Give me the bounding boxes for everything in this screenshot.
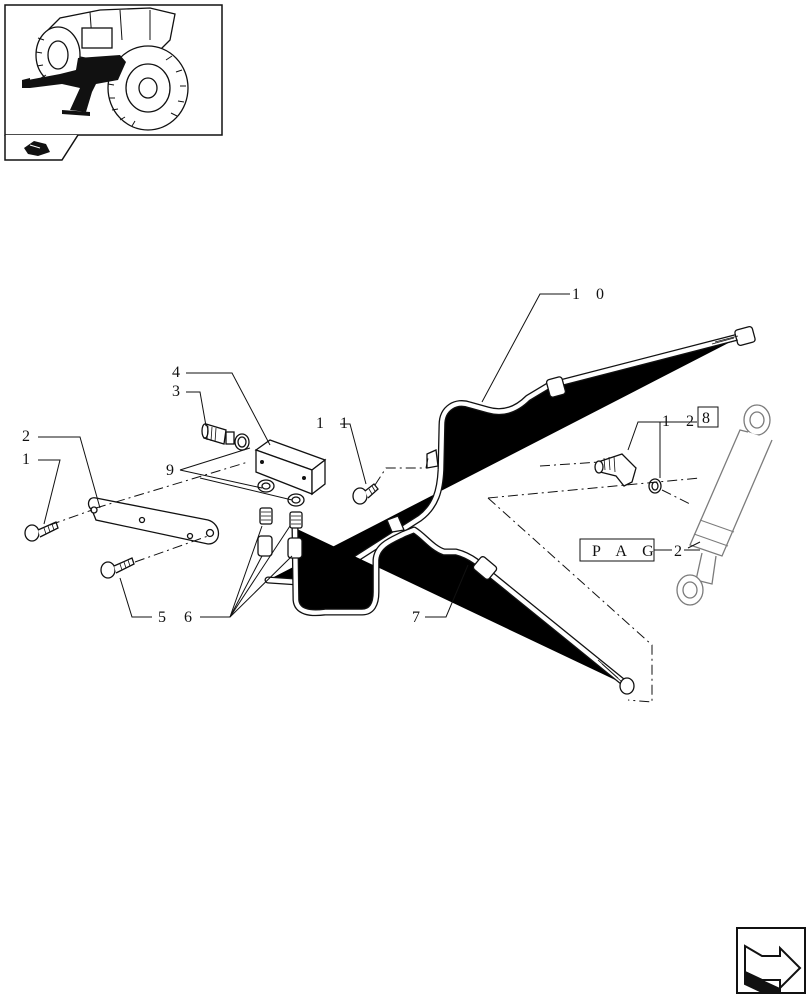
fitting-3 bbox=[201, 423, 250, 451]
callout-2: 2 bbox=[22, 428, 36, 445]
bolt-1 bbox=[24, 521, 59, 542]
tractor-location-thumbnail bbox=[4, 4, 223, 136]
washers-9 bbox=[257, 479, 305, 507]
next-page-arrow-icon[interactable] bbox=[736, 927, 806, 994]
elbow-fitting-12 bbox=[594, 453, 662, 494]
connection-lines bbox=[49, 457, 701, 703]
callout-7: 7 bbox=[412, 609, 426, 626]
pipe-10 bbox=[268, 336, 742, 582]
leader-lines bbox=[38, 293, 701, 618]
book-icon bbox=[4, 134, 79, 161]
page-reference: P A G 2 bbox=[579, 538, 700, 562]
bracket-2 bbox=[87, 497, 220, 545]
callout-9: 9 bbox=[166, 462, 180, 479]
page-ref-prefix: P A G bbox=[592, 543, 660, 560]
callout-11: 1 1 bbox=[316, 415, 354, 432]
hydraulic-cylinder bbox=[676, 404, 773, 606]
callout-12: 1 2 bbox=[662, 413, 700, 430]
fittings-6 bbox=[257, 507, 303, 559]
callout-1: 1 bbox=[22, 451, 36, 468]
callout-10: 1 0 bbox=[572, 286, 610, 303]
pipe-7 bbox=[295, 528, 628, 686]
callout-5: 5 bbox=[158, 609, 172, 626]
callout-8: 8 bbox=[702, 410, 710, 427]
distributor-block-4 bbox=[254, 439, 327, 496]
callout-labels: 1 2 3 4 5 6 7 9 1 0 1 1 1 2 8 bbox=[22, 286, 719, 626]
bolt-11 bbox=[352, 483, 379, 505]
bolt-5 bbox=[100, 557, 135, 579]
callout-3: 3 bbox=[172, 383, 186, 400]
page-ref-number: 2 bbox=[674, 543, 688, 560]
callout-6: 6 bbox=[184, 609, 198, 626]
callout-4: 4 bbox=[172, 364, 186, 381]
